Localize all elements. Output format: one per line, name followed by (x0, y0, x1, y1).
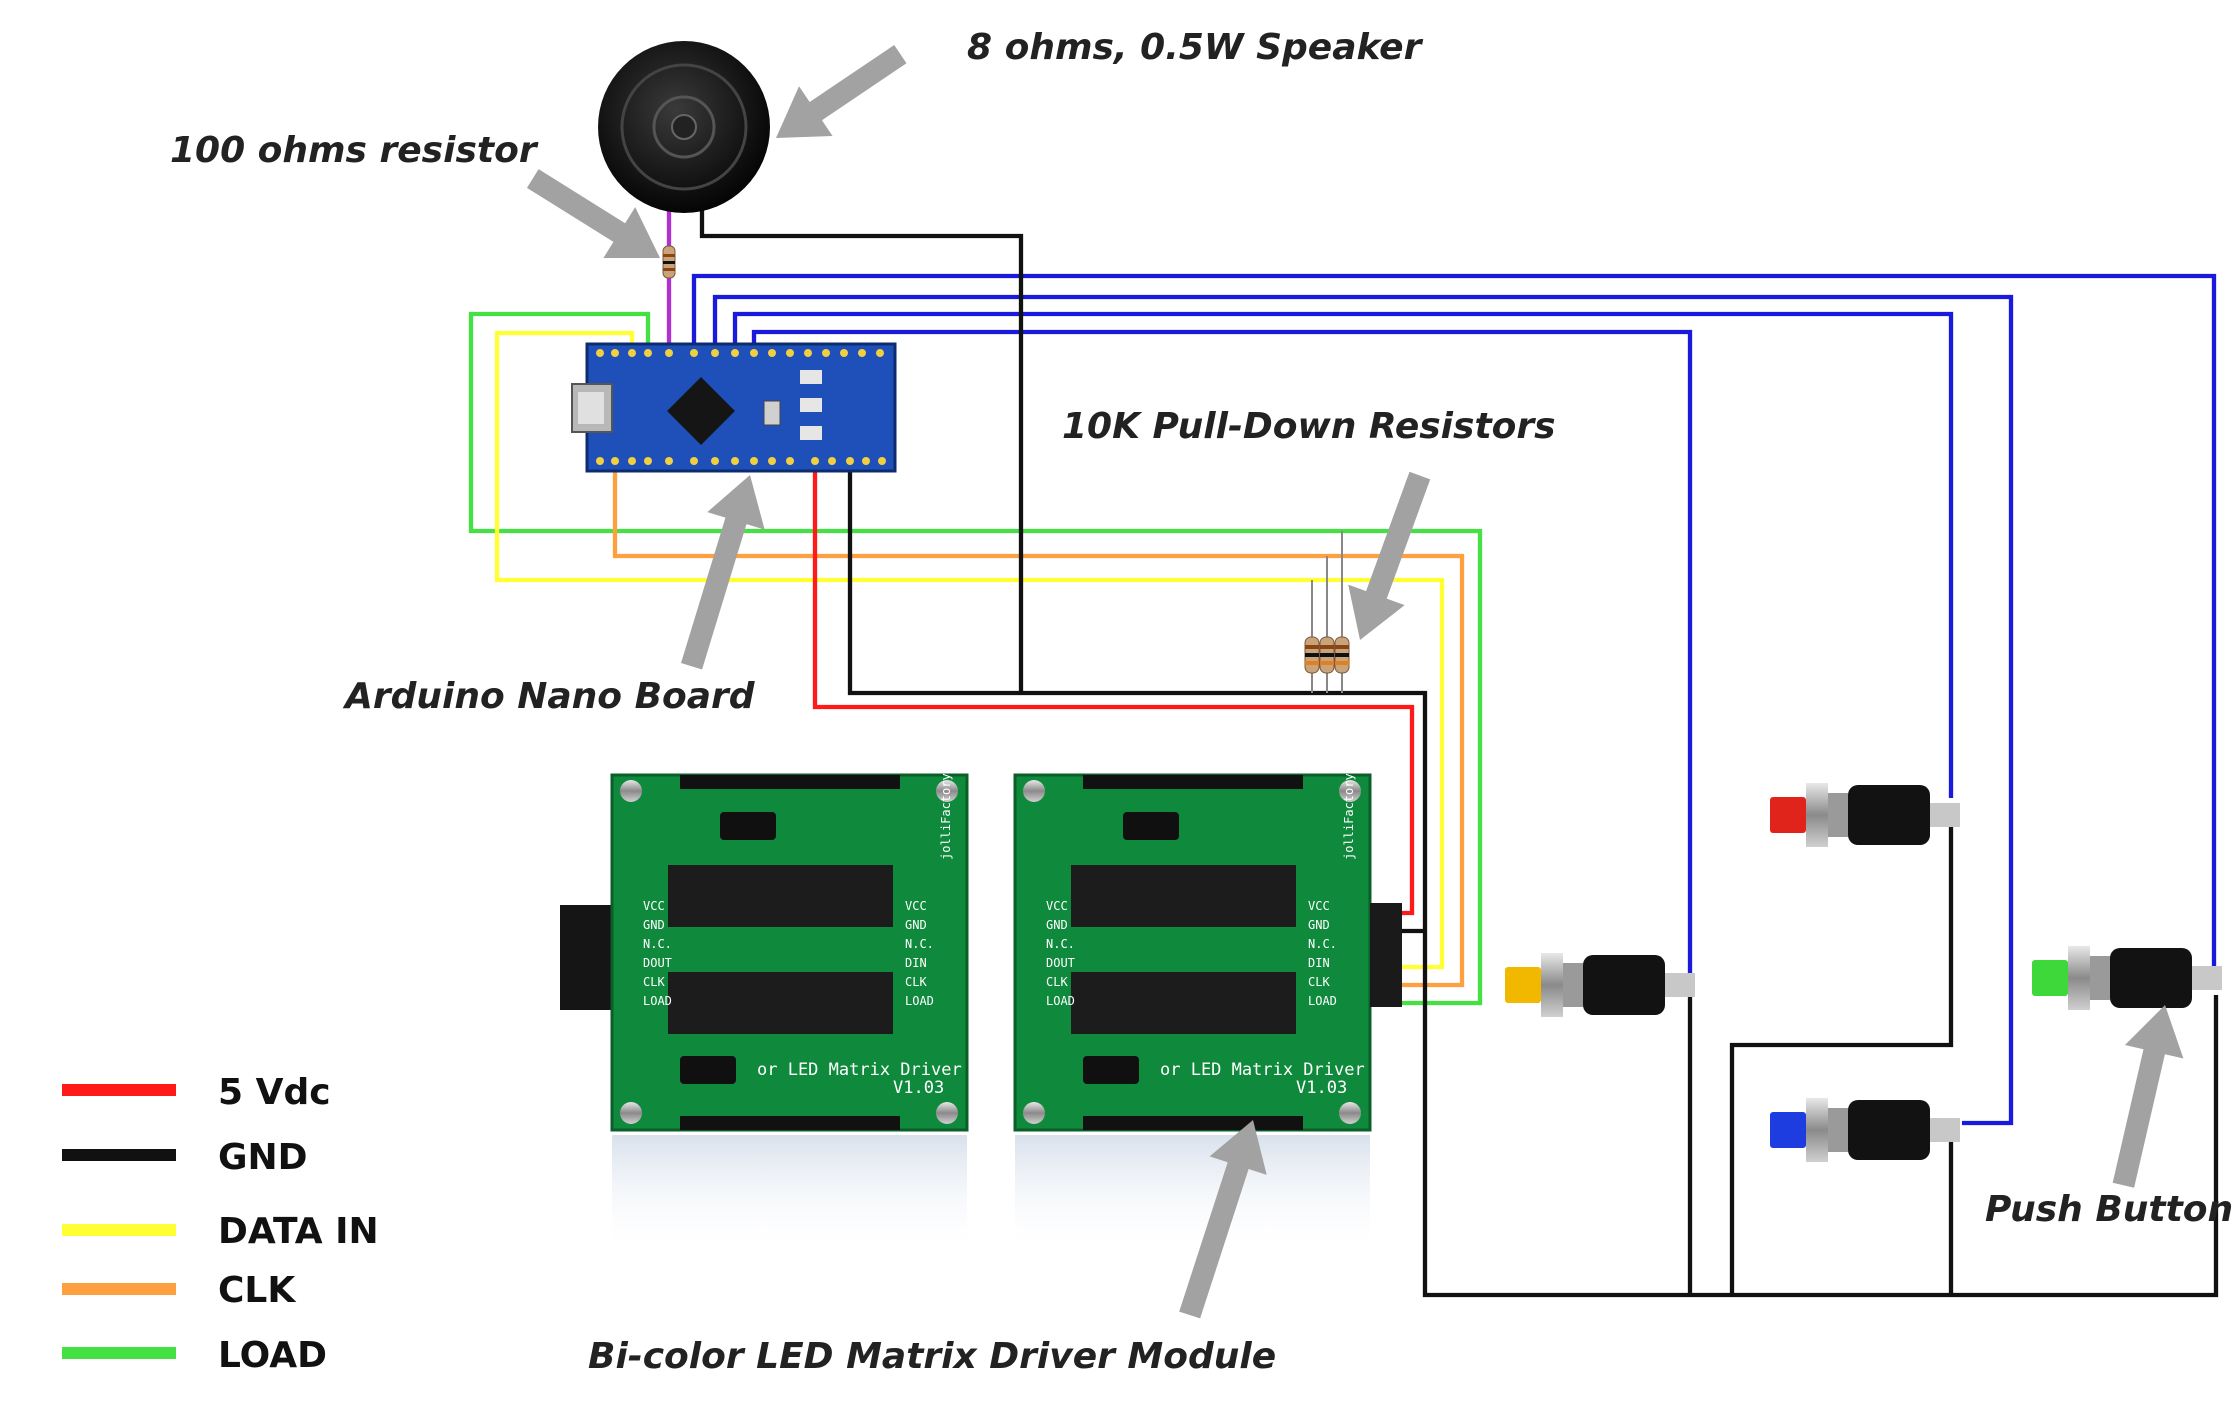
module-left-rpin-2: N.C. (905, 937, 934, 951)
wire-gnd-speaker (699, 205, 1024, 693)
module-right-rpin-0: VCC (1308, 899, 1330, 913)
module-left-pin-1: GND (643, 918, 665, 932)
label-module: Bi-color LED Matrix Driver Module (588, 1336, 1276, 1377)
module-left-rpin-3: DIN (905, 956, 927, 970)
push-button-green (2032, 946, 2222, 1010)
module-left-pin-0: VCC (643, 899, 665, 913)
legend-item-data: DATA IN (62, 1211, 379, 1252)
legend-label-5v: 5 Vdc (218, 1072, 331, 1113)
module-right-pin-4: CLK (1046, 975, 1068, 989)
legend: 5 Vdc GND DATA IN CLK LOAD (62, 1072, 379, 1376)
module-left-rpin-4: CLK (905, 975, 927, 989)
wire-blue-blue-button (712, 294, 2014, 1126)
wire-load (468, 311, 1483, 1006)
legend-label-gnd: GND (218, 1137, 308, 1178)
arduino-nano (571, 342, 897, 473)
module-right-rpin-2: N.C. (1308, 937, 1337, 951)
module-left-pin-3: DOUT (643, 956, 672, 970)
legend-item-load: LOAD (62, 1335, 327, 1376)
module-right-rpin-3: DIN (1308, 956, 1330, 970)
wires (468, 205, 2219, 1298)
annotation-arrows (526, 45, 2184, 1319)
speaker (598, 41, 770, 213)
module-right-pin-0: VCC (1046, 899, 1068, 913)
module-left-board-text: or LED Matrix Driver (757, 1060, 962, 1080)
legend-item-5v: 5 Vdc (62, 1072, 331, 1113)
label-arduino: Arduino Nano Board (342, 676, 756, 717)
label-pulldown: 10K Pull-Down Resistors (1062, 406, 1556, 447)
module-left-version: V1.03 (893, 1078, 944, 1098)
wire-5v (812, 462, 1415, 916)
module-right-pin-1: GND (1046, 918, 1068, 932)
module-right-rpin-5: LOAD (1308, 994, 1337, 1008)
speaker-resistor (662, 245, 676, 279)
legend-label-clk: CLK (218, 1270, 296, 1311)
push-button-yellow (1505, 953, 1695, 1017)
wire-gnd-main (847, 462, 2219, 1298)
wire-clk (612, 470, 1465, 988)
label-speaker: 8 ohms, 0.5W Speaker (967, 27, 1424, 68)
legend-label-data: DATA IN (218, 1211, 379, 1252)
arrow-speaker (776, 45, 907, 138)
module-left-pin-2: N.C. (643, 937, 672, 951)
module-right-pin-3: DOUT (1046, 956, 1075, 970)
arduino-pins-top (596, 349, 884, 357)
push-button-blue (1770, 1098, 1960, 1162)
module-right-pin-2: N.C. (1046, 937, 1075, 951)
module-left-rpin-5: LOAD (905, 994, 934, 1008)
module-left-brand: jolliFactory (939, 773, 953, 860)
wire-blue-red-button (732, 311, 1954, 798)
led-module-right: VCC GND N.C. DOUT CLK LOAD VCC GND N.C. … (1013, 773, 1402, 1255)
module-right-brand: jolliFactory (1342, 773, 1356, 860)
module-right-rpin-4: CLK (1308, 975, 1330, 989)
arrow-resistor (526, 169, 660, 259)
module-left-rpin-1: GND (905, 918, 927, 932)
push-button-red (1770, 783, 1960, 847)
arrow-pulldown (1348, 471, 1431, 640)
module-right-pin-5: LOAD (1046, 994, 1075, 1008)
arduino-pins-bottom (596, 457, 886, 465)
legend-item-gnd: GND (62, 1137, 308, 1178)
module-left-pin-5: LOAD (643, 994, 672, 1008)
module-left-pin-4: CLK (643, 975, 665, 989)
pulldown-resistors (1304, 636, 1350, 674)
wire-blue-green-button (691, 273, 2217, 978)
legend-label-load: LOAD (218, 1335, 327, 1376)
wire-gnd-blue-button (1729, 817, 1954, 1295)
label-pushbutton: Push Button (1985, 1189, 2233, 1230)
wire-data-in (494, 330, 1445, 970)
arrow-module (1179, 1120, 1267, 1319)
arrow-pushbutton (2112, 1005, 2184, 1188)
module-right-board-text: or LED Matrix Driver (1160, 1060, 1365, 1080)
legend-item-clk: CLK (62, 1270, 296, 1311)
arrow-arduino (681, 475, 765, 670)
module-left-rpin-0: VCC (905, 899, 927, 913)
led-module-left: VCC GND N.C. DOUT CLK LOAD VCC GND N.C. … (560, 773, 969, 1255)
label-resistor: 100 ohms resistor (170, 130, 539, 171)
module-right-rpin-1: GND (1308, 918, 1330, 932)
module-right-version: V1.03 (1296, 1078, 1347, 1098)
wire-blue-yellow-button (751, 329, 1693, 978)
